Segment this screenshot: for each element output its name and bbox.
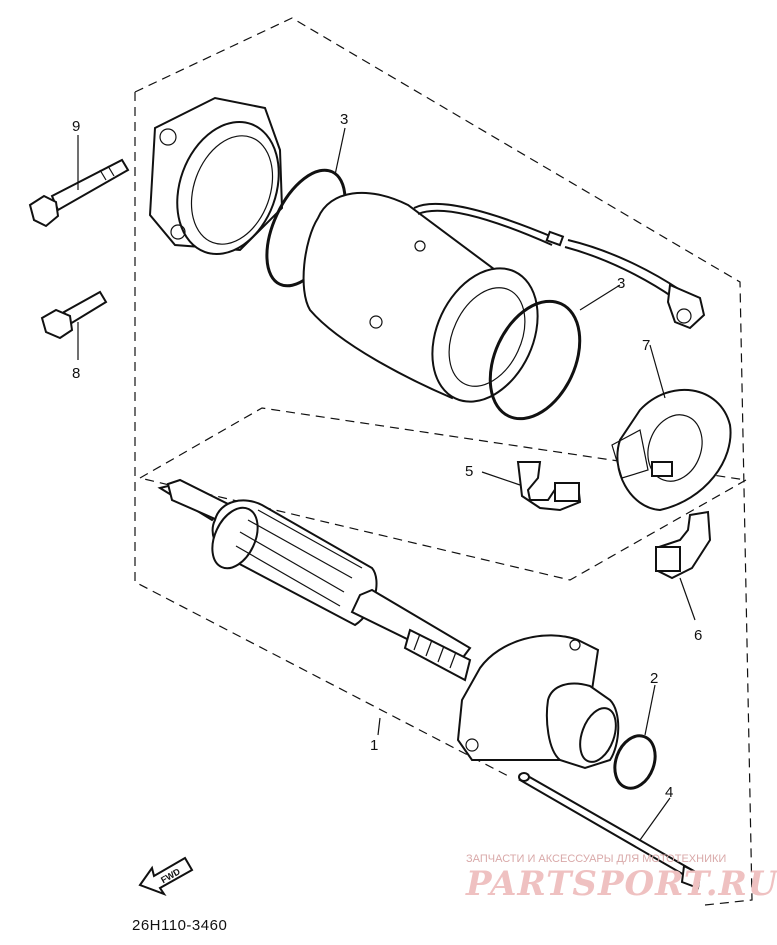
lead-wire [413, 202, 706, 330]
armature-dashed-box [139, 407, 748, 581]
watermark-brand: PARTSPORT.RU [465, 864, 777, 904]
bolt-8 [40, 290, 108, 340]
bolt-9 [28, 158, 130, 228]
callout-7: 7 [642, 337, 650, 354]
o-ring-small [613, 734, 657, 790]
o-ring-lower [488, 299, 582, 421]
through-bolt [518, 772, 702, 890]
assembly-dashed-outline [134, 17, 753, 906]
callout-3-upper: 3 [340, 111, 348, 128]
armature [157, 478, 472, 682]
watermark-caption: ЗАПЧАСТИ И АКСЕССУАРЫ ДЛЯ МОТОТЕХНИКИ [466, 853, 726, 865]
brush-5 [516, 461, 582, 512]
brush-holder-plate [611, 388, 732, 512]
leader-lines [77, 127, 696, 841]
callout-3-lower: 3 [617, 275, 625, 292]
brush-6 [655, 510, 712, 580]
forward-direction-arrow: FWD [138, 856, 194, 897]
callout-6: 6 [694, 627, 702, 644]
front-cover [456, 634, 620, 770]
callout-1: 1 [370, 737, 378, 754]
callout-2: 2 [650, 670, 658, 687]
rear-cover [148, 96, 284, 255]
callout-5: 5 [465, 463, 473, 480]
callout-9: 9 [72, 118, 80, 135]
callout-4: 4 [665, 784, 673, 801]
callout-8: 8 [72, 365, 80, 382]
diagram-code: 26H110-3460 [132, 917, 227, 934]
motor-yoke [302, 192, 539, 403]
